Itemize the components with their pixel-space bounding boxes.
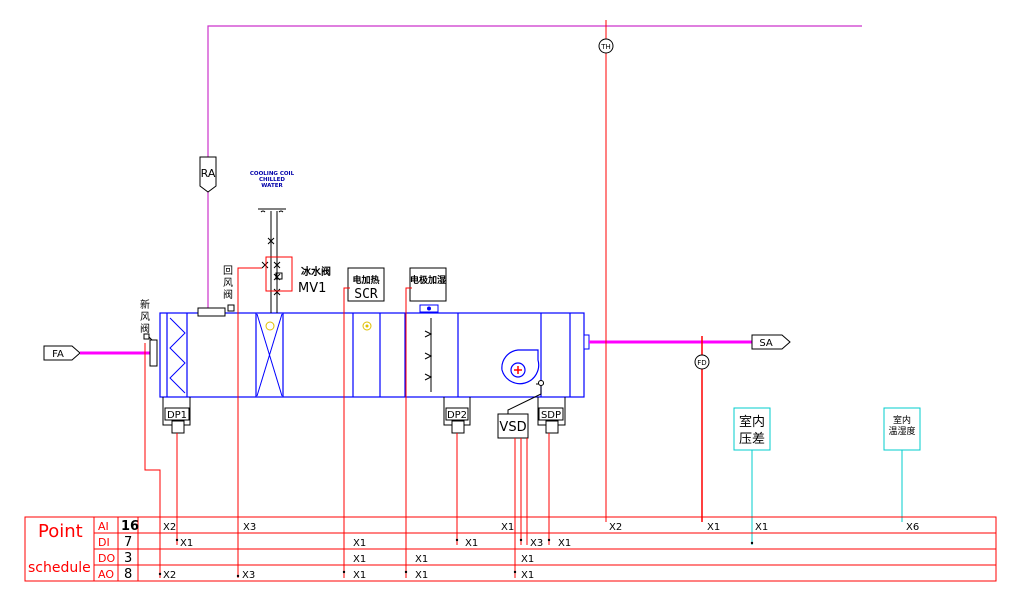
mark-do-hum: X1 [415, 554, 428, 565]
dp1-switch: DP1 [162, 397, 191, 434]
row-type-ai: AI [98, 520, 109, 533]
mark-ai-mv1: X3 [243, 522, 256, 533]
sdp-switch: SDP [537, 397, 566, 434]
mark-di-dp1: X1 [180, 538, 193, 549]
return-damper-cn-label: 回 风 阀 [223, 265, 233, 301]
fresh-damper-char-3: 阀 [140, 322, 150, 335]
chilled-valve-signal-box [265, 256, 293, 292]
indoor-dp-sensor: 室内 压差 [733, 407, 771, 545]
mark-di-dp2: X1 [465, 538, 478, 549]
vsd-label: VSD [499, 420, 526, 435]
dp1-label: DP1 [167, 410, 187, 421]
coil-indicator-icon [265, 321, 275, 331]
humidifier-cn-label: 电极加湿 [410, 274, 446, 286]
supply-fan-icon [501, 349, 544, 386]
ahu-casing [159, 312, 585, 398]
row-type-di: DI [98, 536, 110, 549]
return-air-line [207, 25, 862, 313]
dp2-label: DP2 [447, 410, 467, 421]
point-schedule-table: Point schedule AI DI DO AO 16 7 3 8 X2 X… [24, 516, 997, 582]
humidifier-nozzles-icon [424, 318, 433, 392]
outlet-flange [583, 334, 590, 350]
row-type-do: DO [98, 552, 115, 565]
heater-indicator-icon [362, 321, 372, 331]
mark-ao-dp1: X2 [163, 570, 176, 581]
indoor-dp-line-2: 压差 [739, 432, 765, 447]
th-label: TH [600, 43, 611, 51]
row-count-ao: 8 [124, 567, 132, 582]
mark-di-vsd: X3 [530, 538, 543, 549]
mark-ao-hum: X1 [415, 570, 428, 581]
heater-cn-label: 电加热 [352, 274, 379, 286]
row-count-di: 7 [124, 535, 132, 550]
schedule-title-point: Point [38, 521, 83, 542]
indoor-dp-line-1: 室内 [739, 414, 765, 430]
cooling-coil-line-3: WATER [261, 183, 283, 189]
dp2-switch: DP2 [443, 397, 471, 434]
cooling-coil-label: COOLING COIL CHILLED WATER [250, 171, 295, 189]
row-type-ao: AO [98, 568, 114, 581]
humidifier-box: 电极加湿 [409, 267, 447, 313]
heater-indicator-dot [365, 324, 369, 328]
sdp-label: SDP [541, 410, 561, 421]
sa-tag: SA [751, 334, 791, 350]
chilled-valve-tag: MV1 [298, 281, 326, 296]
indoor-th-sensor: 室内 温湿度 [883, 407, 921, 522]
cooling-coil-line-1: COOLING COIL [250, 171, 295, 177]
cooling-coil-line-2: CHILLED [259, 177, 285, 183]
heater-tag: SCR [354, 287, 378, 302]
return-damper-char-1: 回 [223, 265, 233, 277]
return-damper-char-2: 风 [223, 277, 233, 289]
chilled-water-valve-assembly [258, 208, 286, 313]
signal-wires [144, 267, 550, 578]
mark-ao-mv1: X3 [242, 570, 255, 581]
indoor-th-line-1: 室内 [893, 414, 911, 426]
return-damper-char-3: 阀 [223, 288, 233, 301]
th-sensor: TH [598, 38, 614, 54]
fresh-damper-char-1: 新 [140, 298, 150, 311]
indoor-th-line-2: 温湿度 [888, 425, 915, 437]
mark-ai-dp1: X2 [163, 522, 176, 533]
fa-label: FA [52, 349, 64, 360]
row-count-ai: 16 [121, 519, 139, 534]
scr-heater-box: 电加热 SCR [347, 267, 385, 302]
sa-label: SA [759, 338, 773, 349]
mark-do-vsd: X1 [521, 554, 534, 565]
return-air-damper-icon [197, 304, 235, 317]
vsd-box: VSD [497, 385, 542, 439]
fresh-damper-char-2: 风 [140, 311, 150, 323]
mark-di-scr: X1 [353, 538, 366, 549]
mark-ao-scr: X1 [353, 570, 366, 581]
fresh-damper-cn-label: 新 风 阀 [140, 298, 150, 335]
mark-do-scr: X1 [353, 554, 366, 565]
mark-ai-indoor-th: X6 [906, 522, 919, 533]
row-count-do: 3 [124, 551, 132, 566]
ra-label: RA [201, 167, 216, 180]
mark-ao-vsd: X1 [521, 570, 534, 581]
chilled-valve-cn-label: 冰水阀 [301, 265, 331, 278]
schedule-title-schedule: schedule [28, 560, 91, 576]
mark-ai-th: X2 [609, 522, 622, 533]
mark-ai-vsd: X1 [501, 522, 514, 533]
mark-ai-fd: X1 [707, 522, 720, 533]
mark-di-sdp: X1 [558, 538, 571, 549]
ra-tag: RA [199, 156, 217, 193]
fd-label: FD [697, 359, 706, 367]
fa-tag: FA [43, 345, 81, 361]
mark-ai-indoor-dp: X1 [755, 522, 768, 533]
fd-sensor: FD [694, 354, 710, 370]
fresh-air-damper-icon [143, 333, 158, 367]
